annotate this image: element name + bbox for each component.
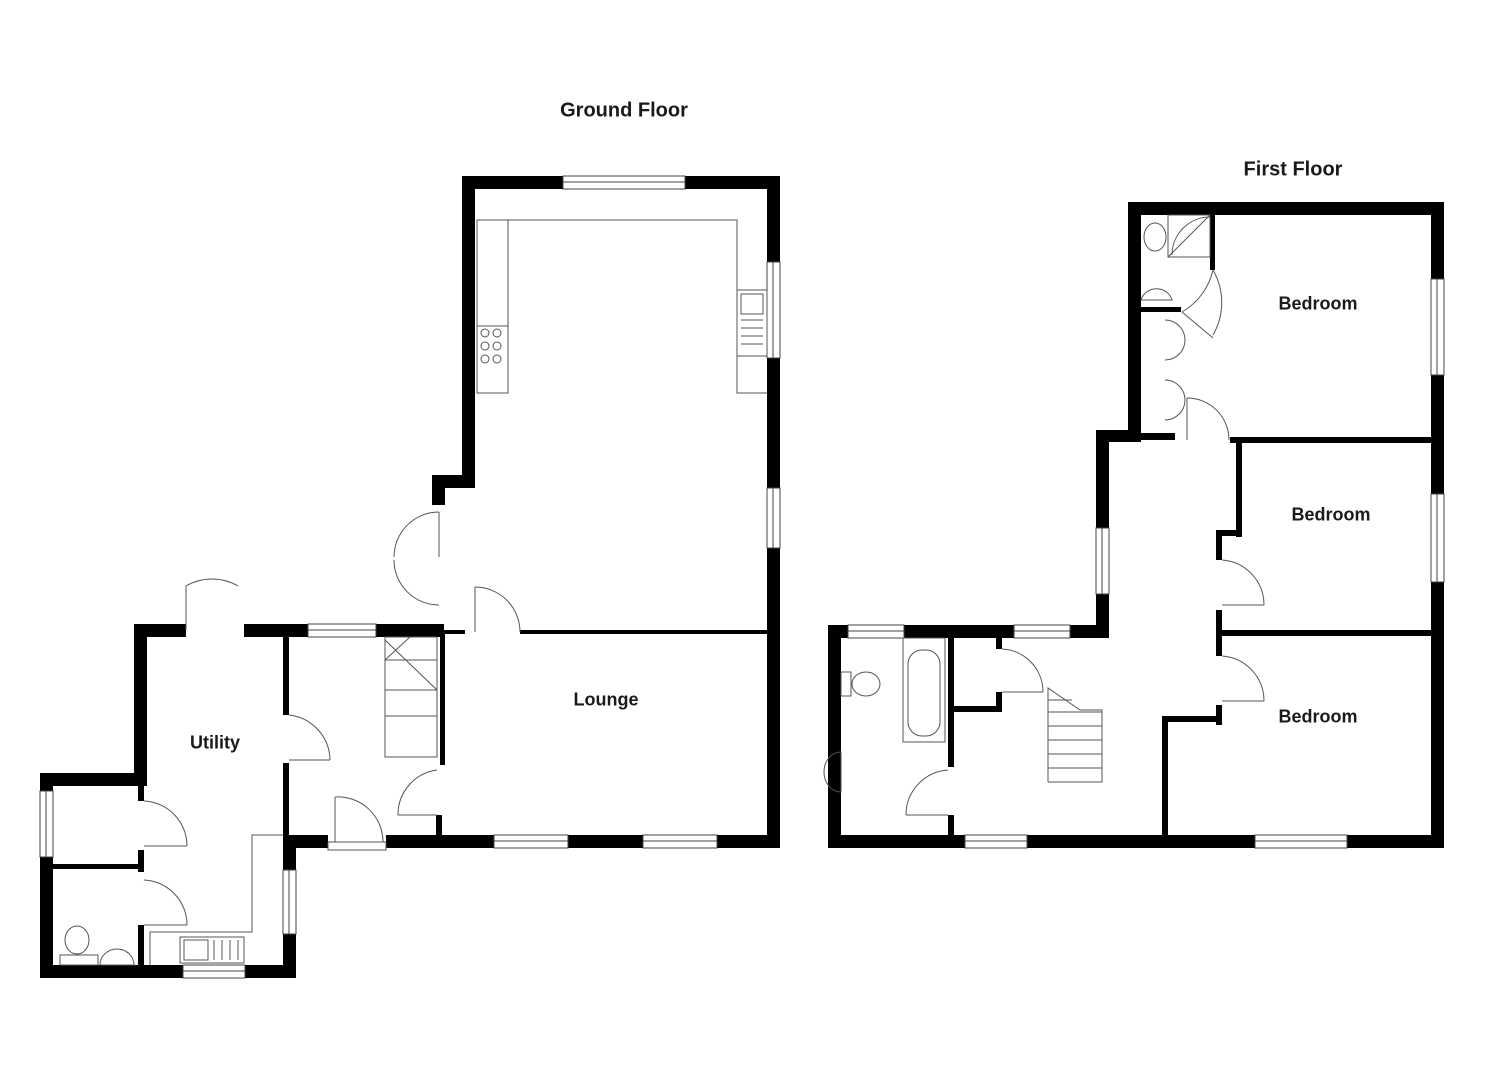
room-label-bedroom-3: Bedroom xyxy=(1278,706,1358,727)
first-floor-plan xyxy=(823,202,1445,849)
first-floor-doors xyxy=(905,269,1265,816)
first-floor-windows xyxy=(847,278,1445,849)
ground-floor-title: Ground Floor xyxy=(560,99,688,122)
ground-floor-walls xyxy=(40,176,780,978)
ground-floor-windows xyxy=(39,175,781,979)
room-label-bedroom-1: Bedroom xyxy=(1278,293,1358,314)
first-floor-title: First Floor xyxy=(1243,158,1343,181)
room-label-lounge: Lounge xyxy=(573,689,639,710)
ground-floor-stairs xyxy=(384,636,438,758)
ground-wc-fixtures xyxy=(59,925,135,966)
ensuite-fixtures xyxy=(1140,214,1211,301)
ground-floor-plan xyxy=(39,175,781,979)
room-label-utility: Utility xyxy=(189,732,241,753)
first-floor-stairs xyxy=(1047,687,1103,783)
room-label-bedroom-2: Bedroom xyxy=(1291,504,1371,525)
bathroom-fixtures xyxy=(823,637,946,793)
ground-floor-doors xyxy=(143,511,521,926)
kitchen-units xyxy=(149,219,768,965)
